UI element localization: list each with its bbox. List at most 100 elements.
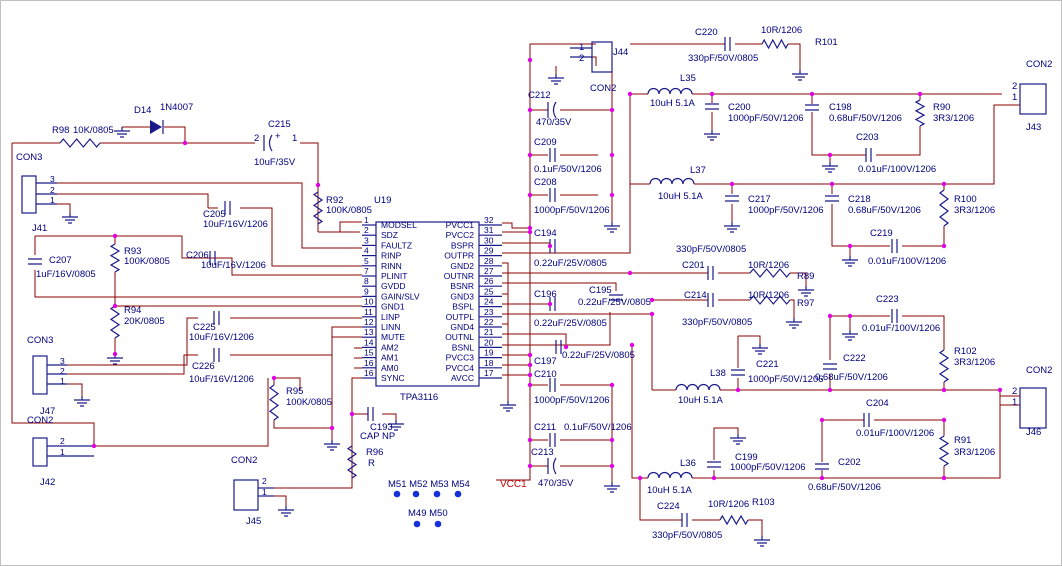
capacitor-c218 — [825, 195, 839, 202]
ic-pin-number: 22 — [484, 317, 494, 327]
label-r100v: 3R3/1206 — [954, 205, 995, 216]
junction-dot — [527, 437, 533, 443]
ground-symbol — [604, 482, 620, 493]
connector-j43 — [1019, 83, 1047, 115]
ground-symbol — [62, 213, 78, 224]
label-c207: C207 — [49, 255, 72, 266]
label-j44: J44 — [613, 47, 628, 58]
junction-dot — [917, 91, 923, 97]
label-con2-j43: CON2 — [1026, 59, 1052, 70]
ic-pin-name: BSPR — [451, 240, 474, 250]
junction-dot — [527, 152, 533, 158]
component-symbols — [21, 37, 1047, 547]
junction-dot — [527, 192, 533, 198]
ic-pin-name: GAIN/SLV — [381, 291, 420, 301]
ic-pin-name: GVDD — [381, 281, 406, 291]
label-r96v: R — [368, 458, 375, 469]
label-c210v: 1000pF/50V/1206 — [534, 395, 610, 406]
label-j43p1: 1 — [1012, 92, 1017, 103]
label-c219: C219 — [870, 228, 893, 239]
ic-pin-name: SYNC — [381, 373, 405, 383]
wires — [11, 43, 1020, 536]
ic-pin-number: 10 — [364, 297, 374, 307]
label-c217: C217 — [748, 194, 771, 205]
label-c199: C199 — [735, 452, 758, 463]
label-con2-left: CON2 — [27, 415, 53, 426]
ground-symbol — [704, 130, 720, 141]
label-c218v: 0.68uF/50V/1206 — [848, 205, 921, 216]
capacitor-c201 — [707, 266, 714, 280]
label-l38: L38 — [710, 368, 726, 379]
label-r94: R94 — [124, 305, 141, 316]
label-j43: J43 — [1026, 122, 1041, 133]
label-c221: C221 — [756, 359, 779, 370]
junction-dot — [627, 270, 633, 276]
label-c226v: 10uF/16V/1206 — [189, 374, 254, 385]
label-c226: C226 — [192, 361, 215, 372]
capacitor-c215 — [263, 134, 273, 152]
pin-number-j47-3: 3 — [60, 356, 65, 366]
junction-dot — [997, 387, 1003, 393]
pin-number-j41-2: 2 — [50, 185, 55, 195]
junction-dot — [112, 233, 118, 239]
junction-dot — [527, 107, 533, 113]
ic-pin-number: 2 — [364, 225, 369, 235]
label-c194v: 0.22uF/25V/0805 — [534, 258, 607, 269]
inductor-l38 — [675, 383, 721, 391]
label-j46p2: 2 — [1012, 386, 1017, 397]
ic-pin-name: BSNR — [450, 281, 474, 291]
ground-symbol — [548, 74, 564, 85]
pin-number-j41-3: 3 — [50, 174, 55, 184]
label-c203: C203 — [856, 132, 879, 143]
label-j44p1: 1 — [579, 42, 584, 53]
ic-pin-number: 24 — [484, 297, 494, 307]
label-c196v: 0.22uF/25V/0805 — [534, 318, 607, 329]
junction-dot — [609, 107, 615, 113]
junction-dot — [941, 181, 947, 187]
label-c217v: 1000pF/50V/1206 — [748, 205, 824, 216]
label-c225: C225 — [193, 322, 216, 333]
label-c205v: 10uF/16V/1206 — [203, 219, 268, 230]
ic-pin-name: RINN — [381, 261, 402, 271]
ic-pin-name: GND4 — [450, 322, 474, 332]
junction-dot — [827, 387, 833, 393]
label-c220: C220 — [695, 27, 718, 38]
connector-j46 — [1019, 387, 1047, 429]
mounting-hole-pad — [413, 520, 421, 528]
ic-pin-name: MODSEL — [381, 220, 417, 230]
ground-symbol — [324, 440, 340, 451]
label-c212v: 470/35V — [536, 117, 572, 128]
label-l35: L35 — [680, 73, 696, 84]
resistor-r103 — [719, 514, 749, 526]
label-c208v: 1000pF/50V/1206 — [534, 205, 610, 216]
junction-dot — [627, 91, 633, 97]
ic-pin-name: GND1 — [381, 302, 405, 312]
ic-pin-name: OUTNR — [444, 271, 474, 281]
ic-pin-number: 31 — [484, 225, 494, 235]
label-c206: C206 — [186, 250, 209, 261]
pin-number-j42-2: 2 — [60, 436, 65, 446]
label-r97v: 10R/1206 — [748, 290, 789, 301]
label-c214v: 330pF/50V/0805 — [682, 317, 752, 328]
capacitor-c224 — [681, 513, 688, 527]
label-r96: R96 — [366, 447, 383, 458]
ic-pin-name: OUTNL — [445, 332, 474, 342]
label-j45: J45 — [246, 516, 261, 527]
mounting-hole-pad — [433, 490, 441, 498]
capacitor-c219 — [891, 239, 898, 253]
capacitor-c220 — [724, 37, 731, 51]
ic-pin-number: 29 — [484, 246, 494, 256]
ground-symbol — [786, 318, 802, 329]
label-c204v: 0.01uF/100V/1206 — [856, 428, 934, 439]
ic-pin-number: 4 — [364, 246, 369, 256]
ic-pin-number: 18 — [484, 358, 494, 368]
connector-j42 — [32, 437, 48, 467]
ic-pin-number: 23 — [484, 307, 494, 317]
ic-pin-name: AM1 — [381, 353, 399, 363]
capacitor-c199 — [707, 461, 721, 468]
ic-pin-number: 21 — [484, 327, 494, 337]
junction-dot — [629, 342, 635, 348]
